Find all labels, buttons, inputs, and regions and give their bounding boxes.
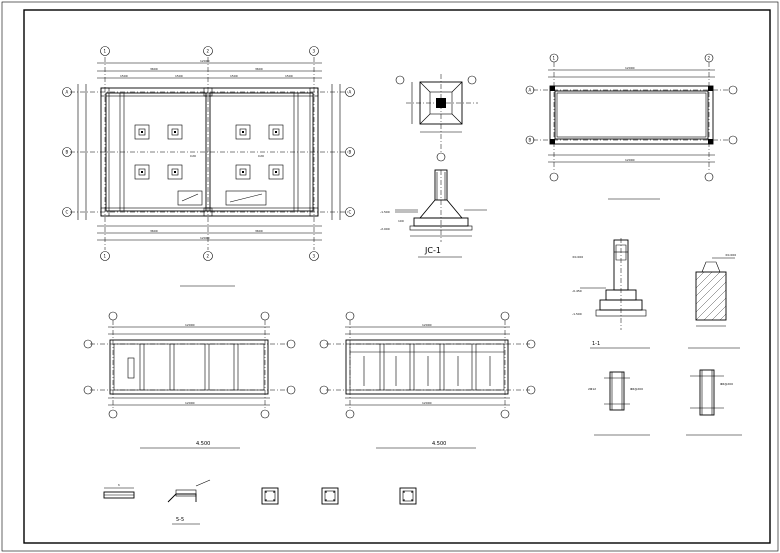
dim-text: 12000	[422, 323, 432, 327]
plan-left-level: 4.500	[196, 441, 210, 447]
axis-label: 1	[104, 49, 107, 54]
axis-bubble-b2	[345, 147, 355, 157]
upper-right-plan: 1 2 A B 12000 12000	[525, 53, 738, 200]
axis-label: C	[66, 210, 69, 215]
axis-bubble-a2	[345, 87, 355, 97]
level-text: ±0.000	[572, 255, 583, 259]
note-text: Φ6@200	[630, 387, 643, 391]
level-text: -1.500	[572, 312, 582, 316]
right-sections: ±0.000 -0.450 -1.500 1-1 ±0.000 2Φ12 Φ6@…	[572, 238, 742, 436]
axis-label: 1	[104, 254, 107, 259]
dim-text: 1500	[230, 74, 238, 78]
axis-bubble-a	[62, 87, 72, 97]
column-footings	[134, 124, 284, 180]
dim-text: 12000	[200, 236, 210, 240]
axis-label: B	[349, 150, 352, 155]
dim-text: 12000	[185, 323, 195, 327]
axis-bubble-1	[100, 46, 110, 56]
dim-text: 3600	[255, 67, 263, 71]
axis-label: A	[349, 90, 352, 95]
dim-text: 12000	[200, 59, 210, 63]
axis-label: 2	[207, 49, 210, 54]
axis-bubble-b	[62, 147, 72, 157]
axis-bubble-2	[203, 46, 213, 56]
note-text: Φ6@200	[720, 382, 733, 386]
dim-text: 1500	[120, 74, 128, 78]
note-text: ±0.000	[725, 253, 736, 257]
note-text: 2Φ12	[588, 387, 596, 391]
level-text: -0.450	[572, 289, 582, 293]
axis-label: 3	[313, 49, 316, 54]
dim-text: 12000	[625, 158, 635, 162]
axis-label: 2	[708, 56, 711, 61]
dim-text: 3600	[150, 67, 158, 71]
dim-text: 1500	[175, 74, 183, 78]
axis-label: A	[66, 90, 69, 95]
level-text: -2.000	[380, 227, 390, 231]
main-foundation-plan: 1 2 3 1 2 3 A B C A B C 12000 3600 3600 …	[62, 46, 355, 287]
plan-right-level: 4.500	[432, 441, 446, 447]
dim-text: h	[118, 483, 120, 487]
axis-bubble-c	[62, 207, 72, 217]
axis-bubble-3	[309, 46, 319, 56]
axis-bubble-c2	[345, 207, 355, 217]
section-1-mark: 1-1	[592, 341, 600, 347]
axis-bubble-3b	[309, 251, 319, 261]
axis-label: A	[529, 88, 532, 93]
axis-bubble-2b	[203, 251, 213, 261]
bottom-sections: h 5-5	[103, 479, 417, 525]
axis-label: 2	[207, 254, 210, 259]
section-5-mark: 5-5	[176, 517, 184, 523]
dim-text: 3600	[150, 229, 158, 233]
note-text: 100	[398, 219, 404, 223]
dim-text: 12000	[422, 401, 432, 405]
jc1-detail: -1.500 -2.000 100 JC-1	[380, 74, 487, 258]
dim-text: 3600	[255, 229, 263, 233]
lower-middle-plan: 12000 12000 4.500	[319, 311, 536, 449]
note-text: C20	[190, 154, 196, 158]
level-text: -1.500	[380, 210, 390, 214]
inner-frame	[23, 9, 771, 544]
axis-label: 3	[313, 254, 316, 259]
note-text: C20	[258, 154, 264, 158]
axis-label: B	[66, 150, 69, 155]
lower-left-plan: 12000 12000 4.500	[83, 311, 296, 449]
dim-text: 12000	[625, 66, 635, 70]
axis-label: C	[349, 210, 352, 215]
dim-text: 1500	[285, 74, 293, 78]
dim-text: 12000	[185, 401, 195, 405]
axis-label: B	[529, 138, 532, 143]
axis-bubble-1b	[100, 251, 110, 261]
jc1-label: JC-1	[424, 246, 441, 255]
axis-label: 1	[553, 56, 556, 61]
